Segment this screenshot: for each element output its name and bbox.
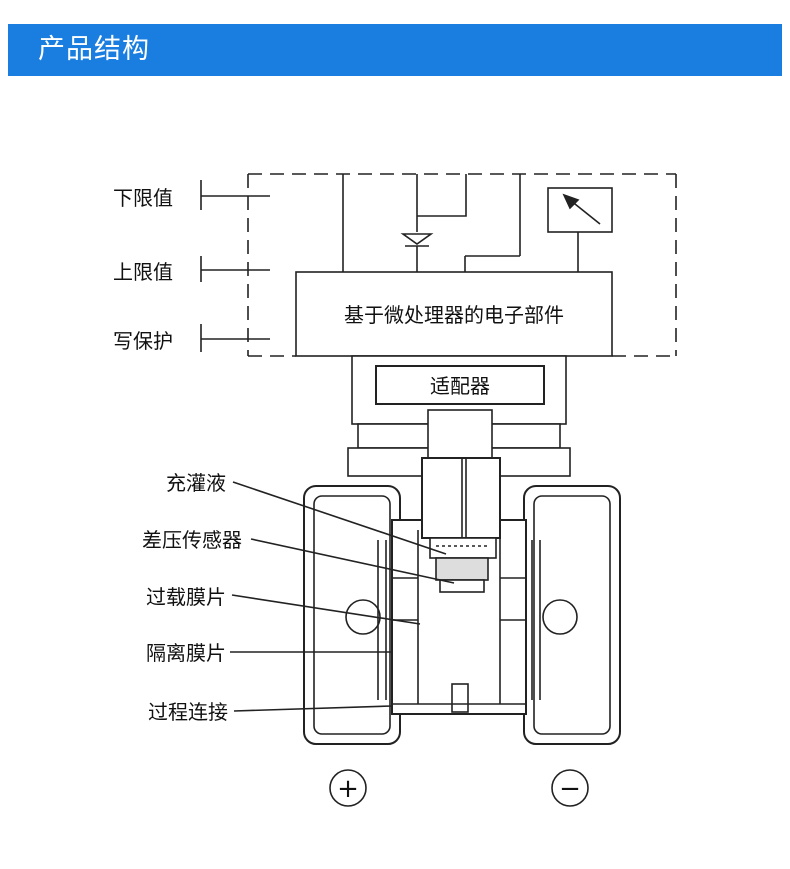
callout-process-connection: 过程连接	[148, 700, 228, 724]
callout-leaders	[230, 481, 455, 712]
callout-fill-fluid: 充灌液	[166, 471, 226, 495]
label-write-protect: 写保护	[113, 329, 173, 353]
header-bar: 产品结构	[8, 24, 782, 76]
label-upper-limit: 上限值	[113, 260, 173, 284]
callout-dp-sensor: 差压传感器	[142, 528, 242, 552]
callout-isolation-diaphragm: 隔离膜片	[146, 641, 226, 665]
adapter-label: 适配器	[430, 374, 490, 398]
electronics-label: 基于微处理器的电子部件	[344, 303, 564, 327]
left-label-leaders	[200, 180, 270, 352]
housing-dashed-outline	[247, 173, 677, 357]
positive-symbol: +	[337, 774, 359, 804]
gauge-meter-icon	[547, 187, 613, 233]
label-lower-limit: 下限值	[113, 186, 173, 210]
adapter-assembly	[347, 355, 571, 477]
page-title: 产品结构	[38, 34, 150, 65]
left-flange	[303, 485, 401, 745]
negative-port-icon	[551, 769, 589, 807]
negative-symbol: −	[559, 774, 581, 804]
right-flange	[523, 485, 621, 745]
callout-overload-diaphragm: 过载膜片	[146, 585, 226, 609]
internal-wiring	[342, 174, 579, 272]
positive-port-icon	[329, 769, 367, 807]
sensor-capsule	[421, 457, 501, 593]
